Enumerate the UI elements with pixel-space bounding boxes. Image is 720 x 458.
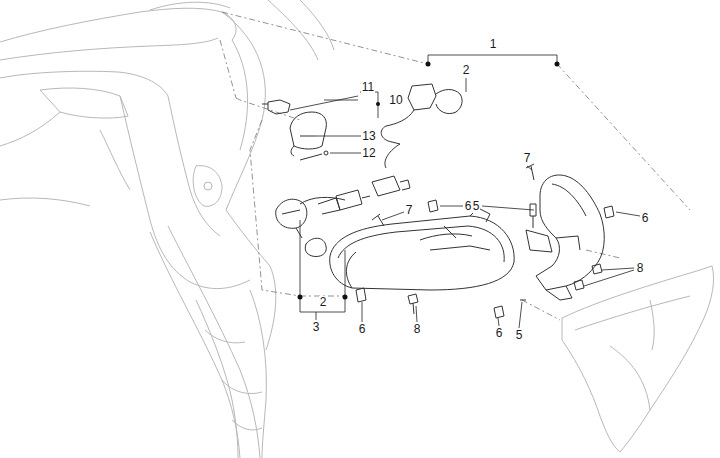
callout-number: 1 [489, 38, 498, 51]
group-outline [220, 12, 690, 320]
leader-lines [290, 55, 640, 328]
callout-number: 11 [361, 81, 375, 94]
callout-number: 5 [515, 329, 524, 342]
callout-number: 12 [361, 147, 376, 160]
callout-number: 8 [413, 323, 422, 336]
callout-number: 6 [641, 212, 650, 225]
callout-number: 2 [319, 296, 328, 309]
bracket-dots [298, 62, 560, 300]
callout-number: 3 [312, 321, 321, 334]
callout-number: 7 [405, 204, 414, 217]
callout-number: 8 [636, 262, 645, 275]
callout-number: 6 [464, 200, 473, 213]
callout-number: 7 [523, 152, 532, 165]
callout-number: 6 [358, 323, 367, 336]
callout-number: 6 [495, 327, 504, 340]
callout-number: 10 [388, 94, 403, 107]
callout-number: 2 [462, 64, 471, 77]
lamp-parts [262, 84, 614, 318]
callout-number: 13 [361, 130, 376, 143]
callout-number: 5 [472, 200, 481, 213]
